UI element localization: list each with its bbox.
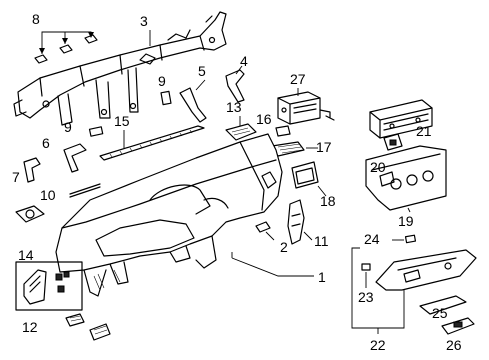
part-7-bracket bbox=[23, 157, 41, 183]
part-25-part bbox=[419, 295, 467, 315]
part-13-bezel bbox=[225, 123, 257, 141]
callout-10: 10 bbox=[40, 187, 56, 203]
callout-13: 13 bbox=[226, 99, 242, 115]
part-4-bracket bbox=[225, 69, 245, 103]
leader-4 bbox=[235, 65, 243, 75]
callout-9-upper: 9 bbox=[158, 73, 166, 89]
part-19-center-bezel bbox=[365, 145, 447, 211]
part-12-switch-box bbox=[15, 261, 83, 311]
callout-27: 27 bbox=[290, 71, 306, 87]
callout-14: 14 bbox=[18, 247, 34, 263]
part-1-instrument-panel bbox=[55, 133, 283, 297]
callout-24: 24 bbox=[364, 231, 380, 247]
callout-21: 21 bbox=[416, 123, 432, 139]
callout-6: 6 bbox=[42, 135, 50, 151]
bottom-vents bbox=[65, 313, 111, 341]
part-2-clip bbox=[255, 221, 271, 233]
callout-3: 3 bbox=[140, 13, 148, 29]
callout-19: 19 bbox=[398, 213, 414, 229]
part-10-rod bbox=[69, 183, 101, 198]
part-20-box bbox=[383, 133, 403, 151]
part-3-cross-beam bbox=[13, 11, 227, 126]
callout-15: 15 bbox=[114, 113, 130, 129]
leader-19 bbox=[407, 207, 411, 213]
part-23-clip bbox=[361, 263, 371, 271]
callout-23: 23 bbox=[358, 289, 374, 305]
leader-18 bbox=[317, 185, 327, 197]
part-26-part bbox=[441, 317, 475, 335]
part-27-module bbox=[277, 91, 335, 125]
part-11-bracket bbox=[287, 199, 305, 245]
callout-2: 2 bbox=[280, 239, 288, 255]
callout-18: 18 bbox=[320, 193, 336, 209]
part-21-radio bbox=[369, 99, 433, 139]
callout-9-lower: 9 bbox=[64, 119, 72, 135]
leader-8 bbox=[39, 31, 94, 54]
callout-11: 11 bbox=[314, 233, 329, 249]
callout-25: 25 bbox=[432, 305, 448, 321]
part-16-part bbox=[275, 125, 291, 137]
leader-22-bracket bbox=[351, 239, 405, 334]
leader-1 bbox=[231, 257, 314, 277]
callout-5: 5 bbox=[198, 63, 206, 79]
part-9-lower bbox=[88, 126, 104, 137]
part-22-glovebox-lid bbox=[375, 249, 477, 291]
part-5-bracket bbox=[179, 87, 207, 123]
callout-8: 8 bbox=[32, 11, 40, 27]
callout-20: 20 bbox=[370, 159, 386, 175]
part-15-defrost-strip bbox=[99, 125, 205, 161]
part-8-clips bbox=[34, 34, 98, 64]
part-6-bracket bbox=[63, 143, 87, 173]
part-18-vent bbox=[291, 161, 319, 189]
callout-7: 7 bbox=[12, 169, 20, 185]
part-14-vent bbox=[15, 205, 45, 223]
part-9-upper bbox=[160, 90, 172, 106]
leader-11 bbox=[303, 231, 313, 241]
leader-2 bbox=[265, 231, 275, 241]
callout-16: 16 bbox=[256, 111, 272, 127]
leader-5 bbox=[195, 79, 206, 91]
callout-17: 17 bbox=[316, 139, 332, 155]
callout-22: 22 bbox=[370, 337, 386, 353]
callout-26: 26 bbox=[446, 337, 462, 353]
part-24-clip bbox=[404, 234, 417, 244]
callout-1: 1 bbox=[318, 269, 326, 285]
callout-4: 4 bbox=[240, 53, 248, 69]
callout-12: 12 bbox=[22, 319, 38, 335]
